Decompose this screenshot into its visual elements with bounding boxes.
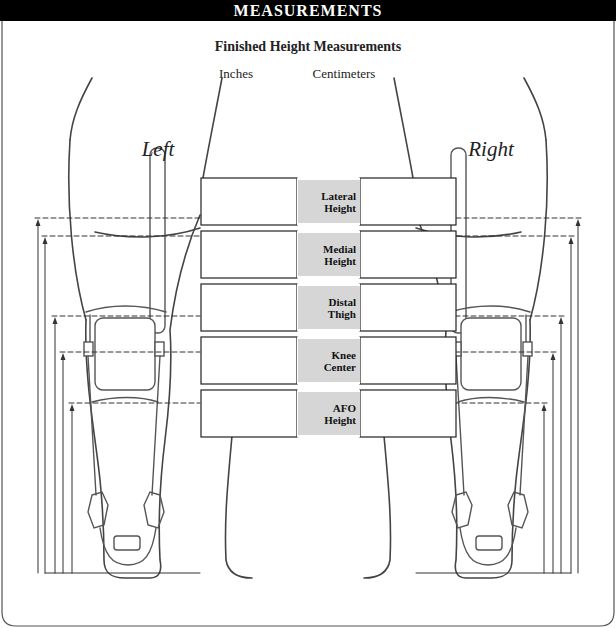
entry-box <box>201 178 456 437</box>
unit-heading: Centimeters <box>313 66 376 82</box>
measurement-label: Medial Height <box>298 233 360 276</box>
measurement-label: Knee Center <box>298 339 360 382</box>
measurement-name: Lateral Height <box>314 190 356 214</box>
unit-heading: Inches <box>219 66 253 82</box>
side-label: Left <box>142 137 175 162</box>
side-label: Right <box>468 137 514 162</box>
measurement-label: Distal Thigh <box>298 286 360 329</box>
measurement-name: Medial Height <box>314 243 356 267</box>
measurement-label: Lateral Height <box>298 180 360 223</box>
panel-outline <box>2 21 614 626</box>
measurement-label: AFO Height <box>298 392 360 435</box>
header-band: MEASUREMENTS <box>0 0 616 21</box>
section-heading: MEASUREMENTS <box>234 2 383 20</box>
measurement-name: Distal Thigh <box>314 296 356 320</box>
measurement-name: AFO Height <box>314 402 356 426</box>
form-title: Finished Height Measurements <box>215 39 401 55</box>
measurement-name: Knee Center <box>314 349 356 373</box>
